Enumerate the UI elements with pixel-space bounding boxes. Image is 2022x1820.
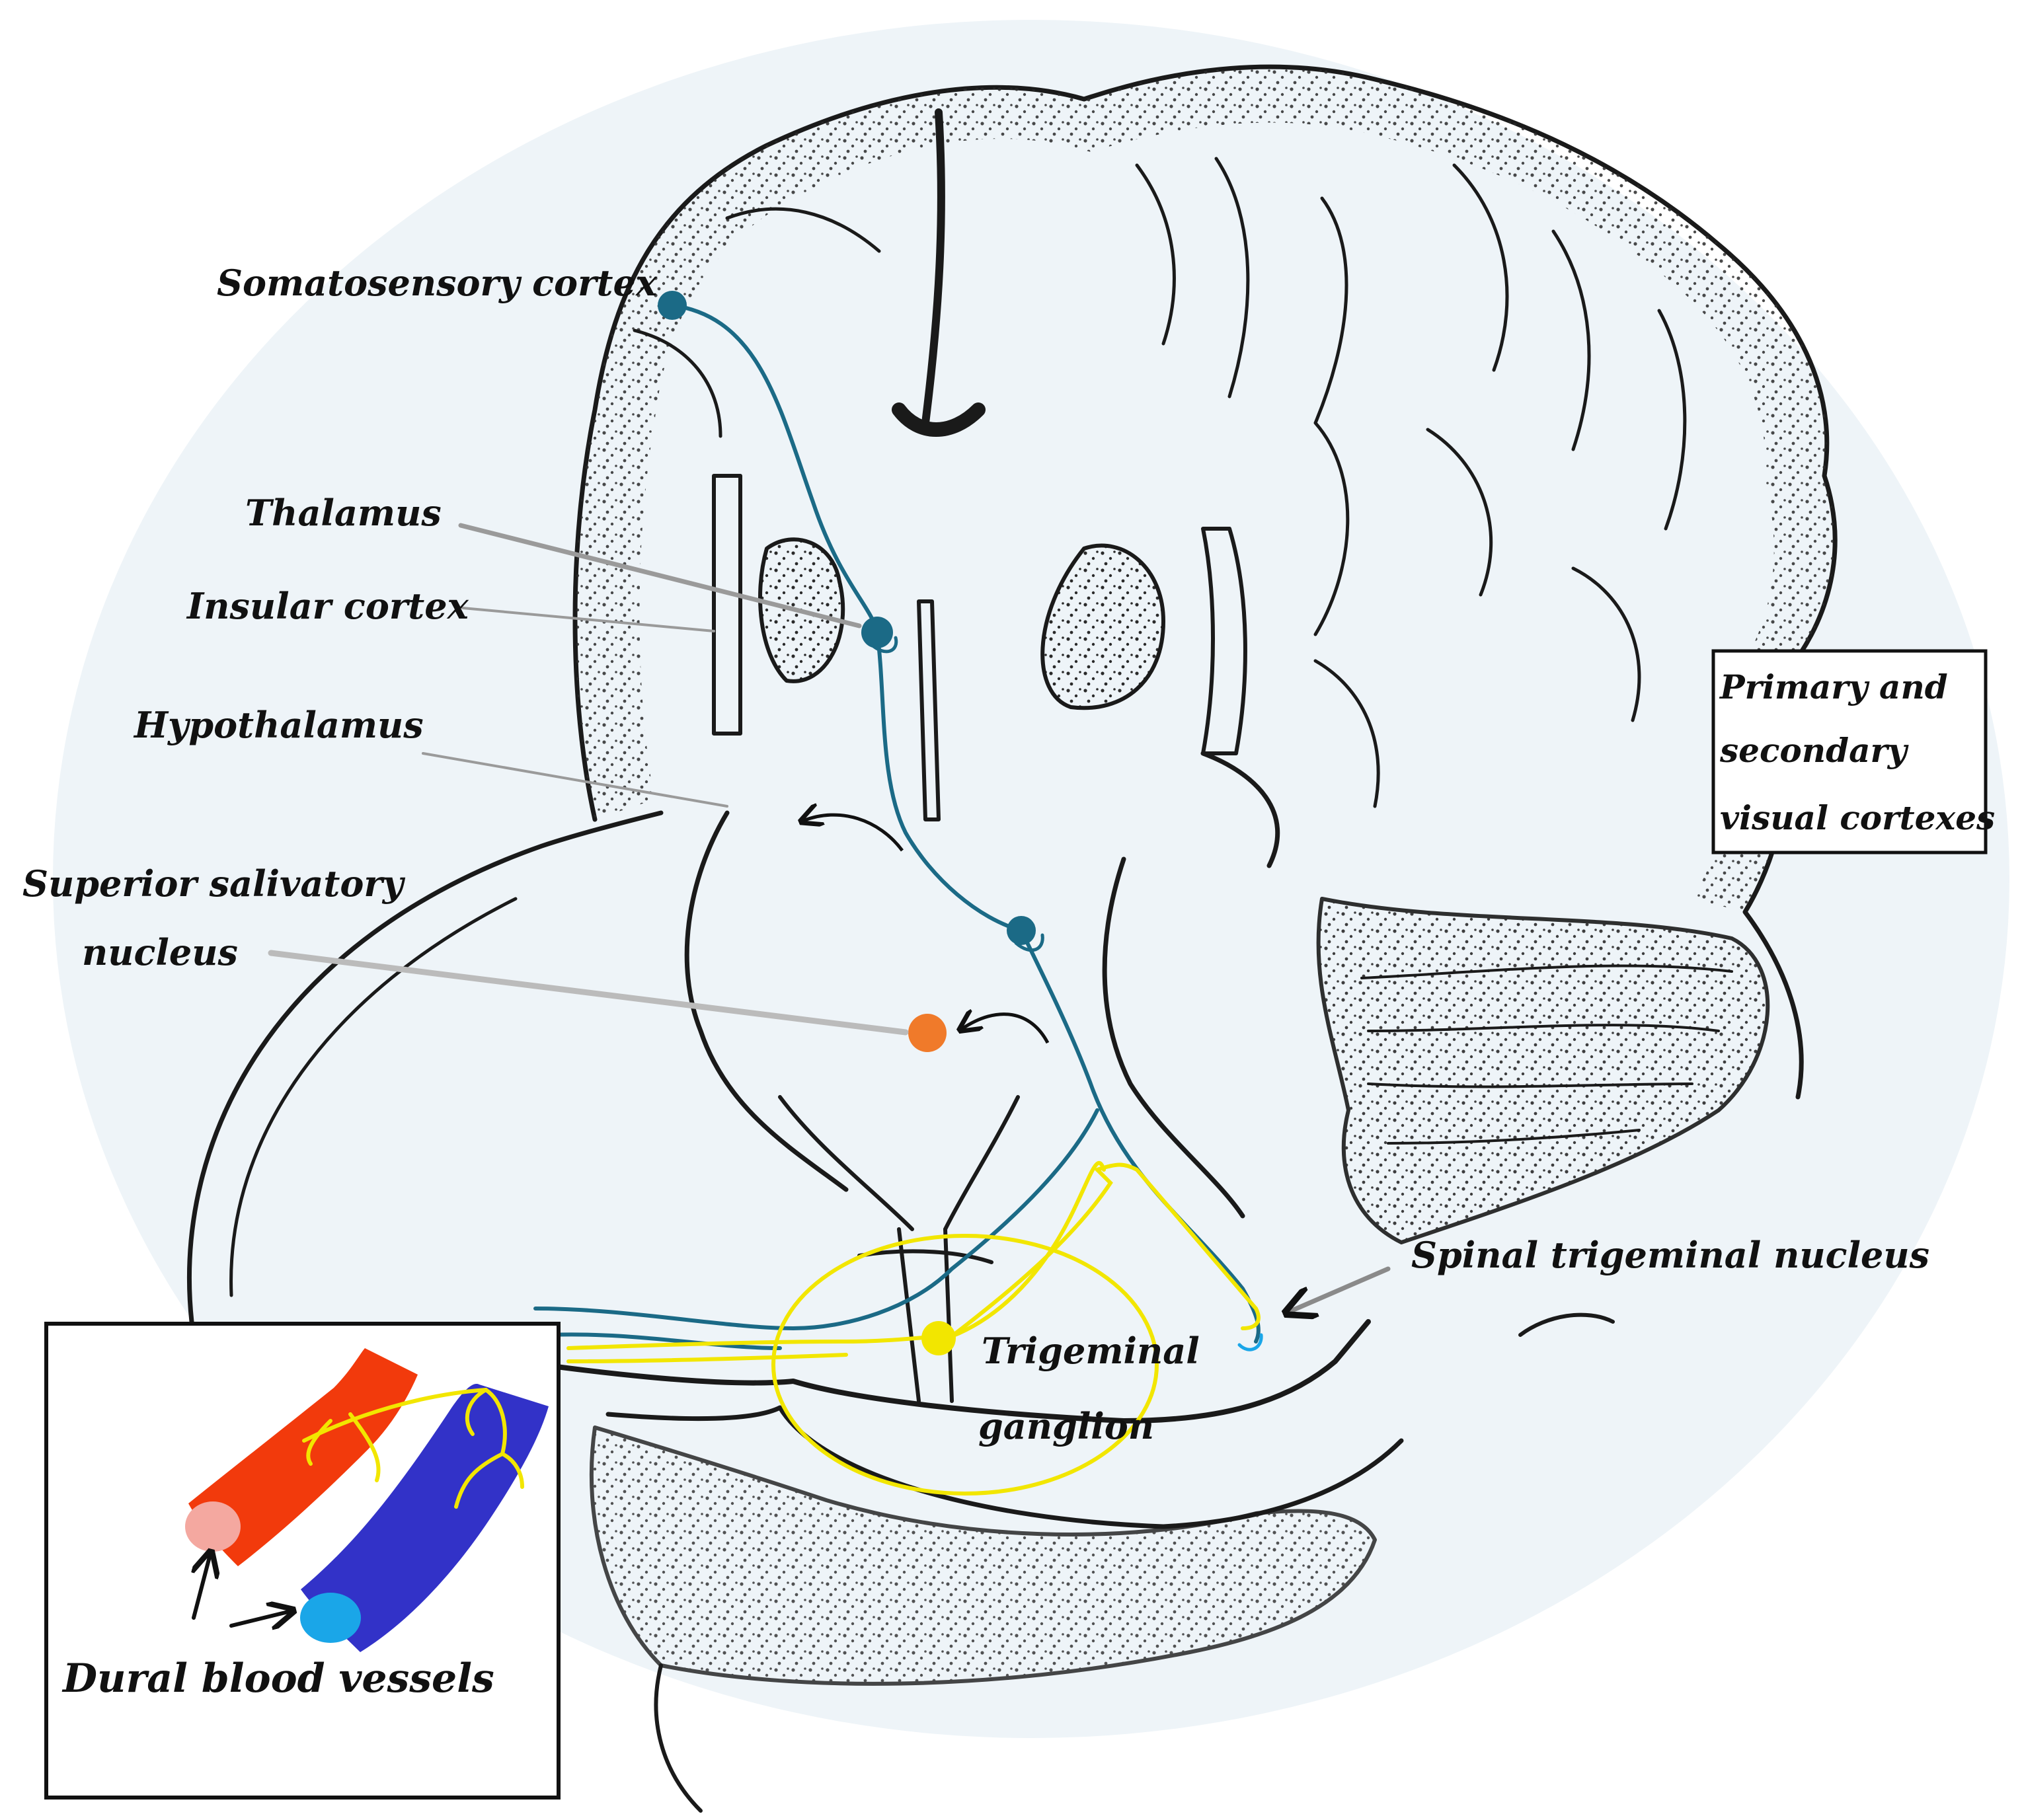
artery-lumen (185, 1501, 241, 1552)
thalamus-pointer (458, 523, 862, 628)
spinal-trigeminal-pointer (1289, 1266, 1391, 1312)
cerebellum (1316, 897, 1770, 1244)
label-superior-salivatory-line2: nucleus (82, 931, 238, 973)
vein-lumen (300, 1593, 361, 1643)
label-thalamus: Thalamus (245, 492, 442, 534)
dural-vessels-inset: Dural blood vessels (44, 1322, 561, 1800)
label-visual-line3: visual cortexes (1720, 798, 1995, 837)
superior-salivatory-nucleus-node (908, 1014, 947, 1052)
reflex-arrows (803, 815, 1050, 1044)
trigeminal-branch-blue (533, 1108, 1099, 1331)
label-somatosensory-cortex: Somatosensory cortex (217, 262, 658, 304)
label-pointers (268, 523, 1391, 1312)
brain-anatomy (187, 64, 1838, 1813)
artery (188, 1348, 418, 1566)
lateral-sulcus (1200, 751, 1280, 868)
thalamus-node (861, 617, 893, 648)
label-visual-line2: secondary (1719, 731, 1909, 770)
dura-curve-outer (187, 810, 664, 1324)
left-ventricle (712, 474, 742, 736)
hypothalamus-pointer (422, 752, 728, 808)
label-trigeminal-line1: Trigeminal (982, 1330, 1200, 1372)
pathways (533, 303, 1263, 1496)
arrow-to-hypothalamus (803, 815, 904, 852)
caudate-right (1040, 543, 1165, 710)
label-superior-salivatory-line1: Superior salivatory (22, 862, 406, 905)
vein (301, 1384, 549, 1652)
third-ventricle (917, 599, 941, 821)
label-visual-line1: Primary and (1719, 667, 1948, 706)
artery-arrow (194, 1554, 210, 1620)
brainstem (684, 810, 849, 1192)
arrow-to-salivatory (962, 1014, 1050, 1044)
visual-cortex-box: Primary and secondary visual cortexes (1711, 649, 1995, 854)
vein-arrow (229, 1611, 291, 1626)
somatosensory-cortex-node (658, 291, 687, 320)
label-insular-cortex: Insular cortex (186, 585, 469, 627)
label-dural-blood-vessels: Dural blood vessels (61, 1655, 494, 1702)
skull-base (427, 1319, 1371, 1423)
pathway-nodes (658, 291, 1036, 1355)
label-spinal-trigeminal-nucleus: Spinal trigeminal nucleus (1411, 1234, 1929, 1276)
trigeminal-ganglion-outline (771, 1234, 1159, 1496)
label-hypothalamus: Hypothalamus (133, 704, 424, 746)
right-ventricle (1201, 527, 1247, 755)
trigeminal-ganglion-node (921, 1321, 956, 1355)
dura-curve-inner (229, 897, 518, 1297)
label-trigeminal-line2: ganglion (978, 1405, 1154, 1447)
insular-pointer (461, 607, 715, 632)
salivatory-pointer (268, 950, 909, 1036)
brainstem-relay-node (1007, 916, 1036, 945)
longitudinal-fissure (921, 108, 945, 427)
